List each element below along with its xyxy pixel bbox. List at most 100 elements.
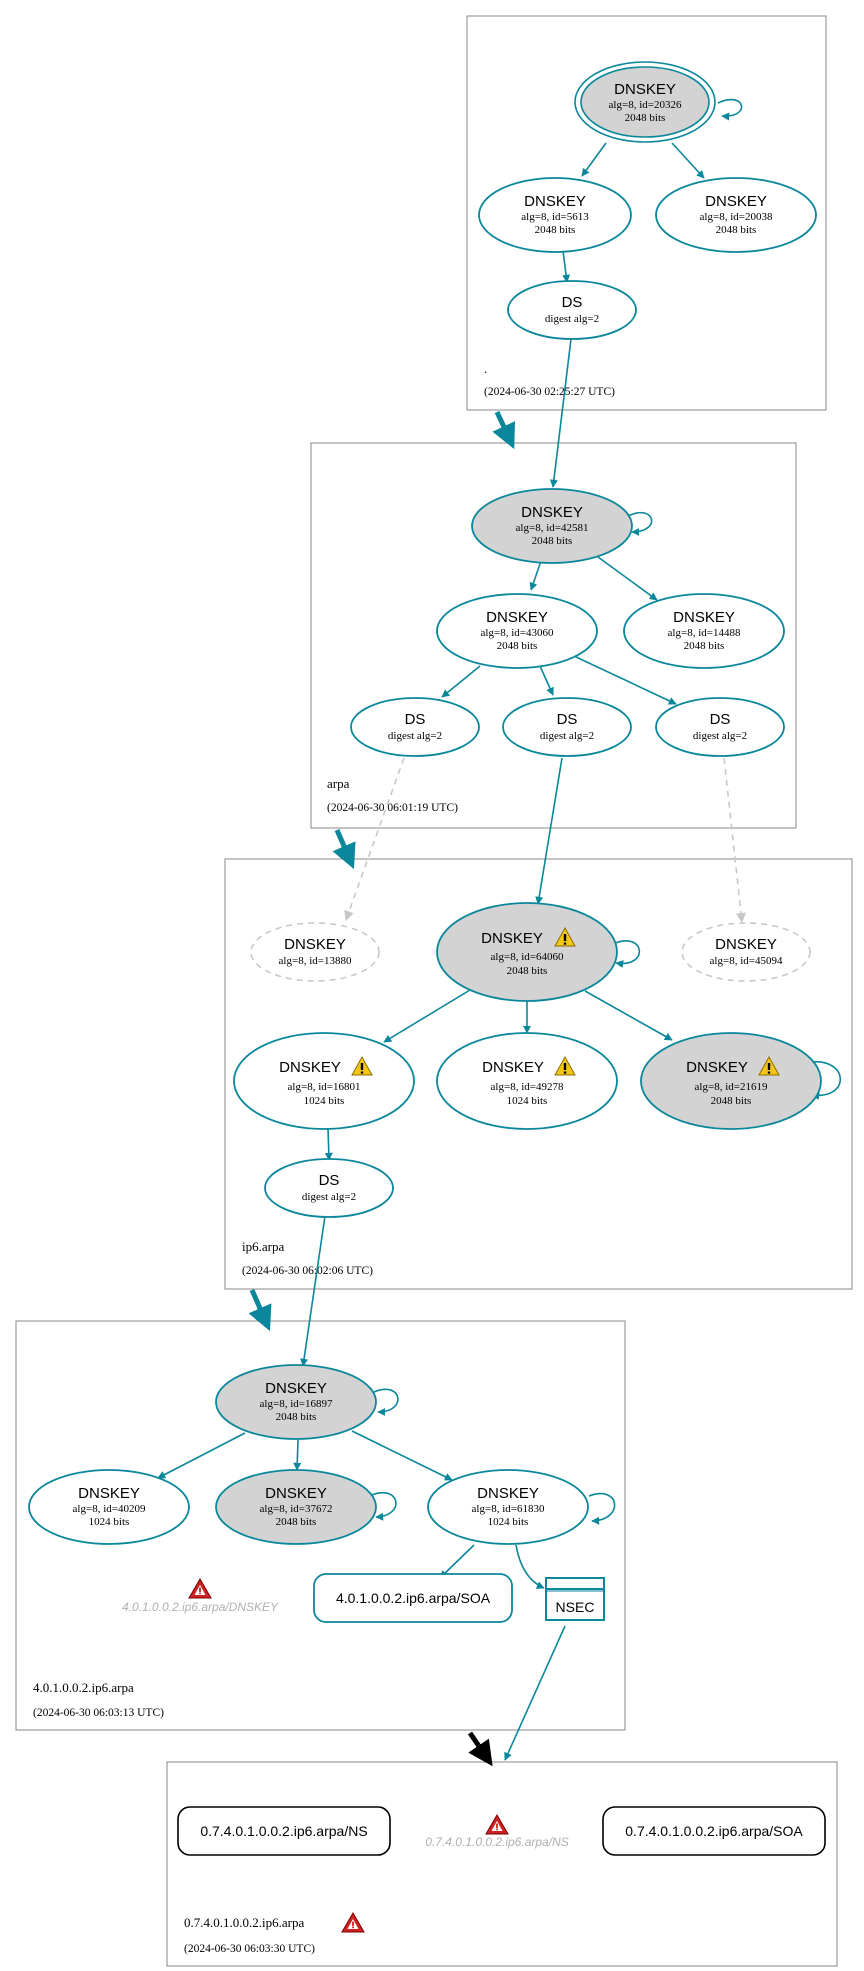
node-title: DNSKEY: [614, 81, 676, 98]
node-detail: 2048 bits: [507, 965, 548, 977]
zone-timestamp: (2024-06-30 02:25:27 UTC): [484, 386, 615, 398]
node-detail: digest alg=2: [693, 730, 747, 742]
record-label: 0.7.4.0.1.0.0.2.ip6.arpa/NS: [200, 1823, 367, 1839]
root-dnskey-node[interactable]: DNSKEY alg=8, id=20038 2048 bits: [655, 177, 817, 253]
error-label: 0.7.4.0.1.0.0.2.ip6.arpa/NS: [425, 1835, 568, 1849]
node-title: DNSKEY: [486, 609, 548, 626]
z4-nsec-record[interactable]: NSEC: [545, 1577, 605, 1621]
arpa-dnskey-node[interactable]: DNSKEY alg=8, id=43060 2048 bits: [436, 593, 598, 669]
node-title: DNSKEY: [477, 1485, 539, 1502]
node-title: DS: [319, 1172, 340, 1189]
arpa-ds-node[interactable]: DS digest alg=2: [350, 697, 480, 757]
node-detail: 2048 bits: [535, 224, 576, 236]
zone-0-7-4-0-1-0-0-2-ip6-arpa: 0.7.4.0.1.0.0.2.ip6.arpa (2024-06-30 06:…: [166, 1761, 838, 1967]
node-title: DNSKEY: [284, 936, 346, 953]
node-detail: alg=8, id=16801: [288, 1081, 361, 1093]
record-label: NSEC: [556, 1599, 595, 1615]
node-detail: 2048 bits: [684, 640, 725, 652]
node-detail: alg=8, id=43060: [481, 627, 554, 639]
z4-dnskey-error[interactable]: 4.0.1.0.0.2.ip6.arpa/DNSKEY: [122, 1578, 279, 1614]
zone-timestamp: (2024-06-30 06:02:06 UTC): [242, 1265, 373, 1277]
z4-dnskey-node[interactable]: DNSKEY alg=8, id=37672 2048 bits: [215, 1469, 377, 1545]
node-detail: 2048 bits: [625, 112, 666, 124]
record-label: 0.7.4.0.1.0.0.2.ip6.arpa/SOA: [625, 1823, 803, 1839]
zone-name: ip6.arpa: [242, 1239, 284, 1254]
node-title: DS: [405, 711, 426, 728]
arpa-ksk-node[interactable]: DNSKEY alg=8, id=42581 2048 bits: [471, 488, 633, 564]
node-title: DNSKEY: [524, 193, 586, 210]
root-ksk-node[interactable]: DNSKEY alg=8, id=20326 2048 bits: [574, 61, 716, 143]
error-label: 4.0.1.0.0.2.ip6.arpa/DNSKEY: [122, 1600, 279, 1614]
node-detail: 1024 bits: [304, 1095, 345, 1107]
node-detail: digest alg=2: [540, 730, 594, 742]
node-detail: 2048 bits: [711, 1095, 752, 1107]
node-detail: alg=8, id=64060: [491, 951, 564, 963]
zone-name: 4.0.1.0.0.2.ip6.arpa: [33, 1680, 134, 1695]
node-title: DNSKEY: [686, 1059, 748, 1076]
node-title: DNSKEY: [705, 193, 767, 210]
z4-ksk-node[interactable]: DNSKEY alg=8, id=16897 2048 bits: [215, 1364, 377, 1440]
node-detail: alg=8, id=61830: [472, 1503, 545, 1515]
node-detail: alg=8, id=14488: [668, 627, 741, 639]
node-detail: 1024 bits: [507, 1095, 548, 1107]
node-title: DS: [557, 711, 578, 728]
zone-timestamp: (2024-06-30 06:03:13 UTC): [33, 1707, 164, 1719]
node-detail: alg=8, id=5613: [521, 211, 589, 223]
node-title: DNSKEY: [673, 609, 735, 626]
zone-timestamp: (2024-06-30 06:01:19 UTC): [327, 802, 458, 814]
node-detail: 2048 bits: [497, 640, 538, 652]
node-detail: alg=8, id=45094: [710, 955, 783, 967]
ip6-ds-node[interactable]: DS digest alg=2: [264, 1158, 394, 1218]
node-detail: digest alg=2: [545, 313, 599, 325]
node-title: DNSKEY: [521, 504, 583, 521]
zone-timestamp: (2024-06-30 06:03:30 UTC): [184, 1943, 315, 1955]
node-title: DNSKEY: [78, 1485, 140, 1502]
zone-name: .: [484, 361, 487, 376]
node-detail: 2048 bits: [532, 535, 573, 547]
zone-name: 0.7.4.0.1.0.0.2.ip6.arpa: [184, 1915, 304, 1930]
arpa-ds-node[interactable]: DS digest alg=2: [655, 697, 785, 757]
ip6-missing-dnskey-node[interactable]: DNSKEY alg=8, id=45094: [681, 922, 811, 982]
node-detail: 2048 bits: [276, 1516, 317, 1528]
z0-soa-record[interactable]: 0.7.4.0.1.0.0.2.ip6.arpa/SOA: [602, 1806, 826, 1856]
ip6-dnskey-node[interactable]: DNSKEY alg=8, id=21619 2048 bits: [640, 1032, 822, 1130]
z4-soa-record[interactable]: 4.0.1.0.0.2.ip6.arpa/SOA: [313, 1573, 513, 1623]
root-ds-node[interactable]: DS digest alg=2: [507, 280, 637, 340]
arpa-dnskey-node[interactable]: DNSKEY alg=8, id=14488 2048 bits: [623, 593, 785, 669]
node-detail: 2048 bits: [276, 1411, 317, 1423]
arpa-ds-node[interactable]: DS digest alg=2: [502, 697, 632, 757]
ip6-dnskey-node[interactable]: DNSKEY alg=8, id=16801 1024 bits: [233, 1032, 415, 1130]
node-detail: digest alg=2: [302, 1191, 356, 1203]
ip6-ksk-node[interactable]: DNSKEY alg=8, id=64060 2048 bits: [436, 902, 618, 1002]
z0-ns-record[interactable]: 0.7.4.0.1.0.0.2.ip6.arpa/NS: [177, 1806, 391, 1856]
node-title: DNSKEY: [265, 1380, 327, 1397]
node-detail: alg=8, id=49278: [491, 1081, 564, 1093]
zone-name: arpa: [327, 776, 350, 791]
ip6-missing-dnskey-node[interactable]: DNSKEY alg=8, id=13880: [250, 922, 380, 982]
node-detail: 1024 bits: [89, 1516, 130, 1528]
node-title: DNSKEY: [265, 1485, 327, 1502]
node-detail: alg=8, id=42581: [516, 522, 589, 534]
node-title: DNSKEY: [482, 1059, 544, 1076]
node-detail: digest alg=2: [388, 730, 442, 742]
z4-dnskey-node[interactable]: DNSKEY alg=8, id=40209 1024 bits: [28, 1469, 190, 1545]
node-detail: alg=8, id=16897: [260, 1398, 333, 1410]
node-detail: alg=8, id=37672: [260, 1503, 333, 1515]
node-detail: 2048 bits: [716, 224, 757, 236]
record-label: 4.0.1.0.0.2.ip6.arpa/SOA: [336, 1590, 491, 1606]
node-title: DNSKEY: [715, 936, 777, 953]
edges: [157, 98, 841, 1767]
node-title: DS: [562, 294, 583, 311]
z4-dnskey-node[interactable]: DNSKEY alg=8, id=61830 1024 bits: [427, 1469, 589, 1545]
ip6-dnskey-node[interactable]: DNSKEY alg=8, id=49278 1024 bits: [436, 1032, 618, 1130]
root-dnskey-node[interactable]: DNSKEY alg=8, id=5613 2048 bits: [478, 177, 632, 253]
z0-ns-error[interactable]: 0.7.4.0.1.0.0.2.ip6.arpa/NS: [425, 1814, 569, 1849]
node-detail: alg=8, id=40209: [73, 1503, 146, 1515]
node-detail: alg=8, id=20326: [609, 99, 682, 111]
node-title: DNSKEY: [279, 1059, 341, 1076]
node-detail: alg=8, id=20038: [700, 211, 773, 223]
node-detail: alg=8, id=13880: [279, 955, 352, 967]
node-title: DS: [710, 711, 731, 728]
node-detail: alg=8, id=21619: [695, 1081, 768, 1093]
